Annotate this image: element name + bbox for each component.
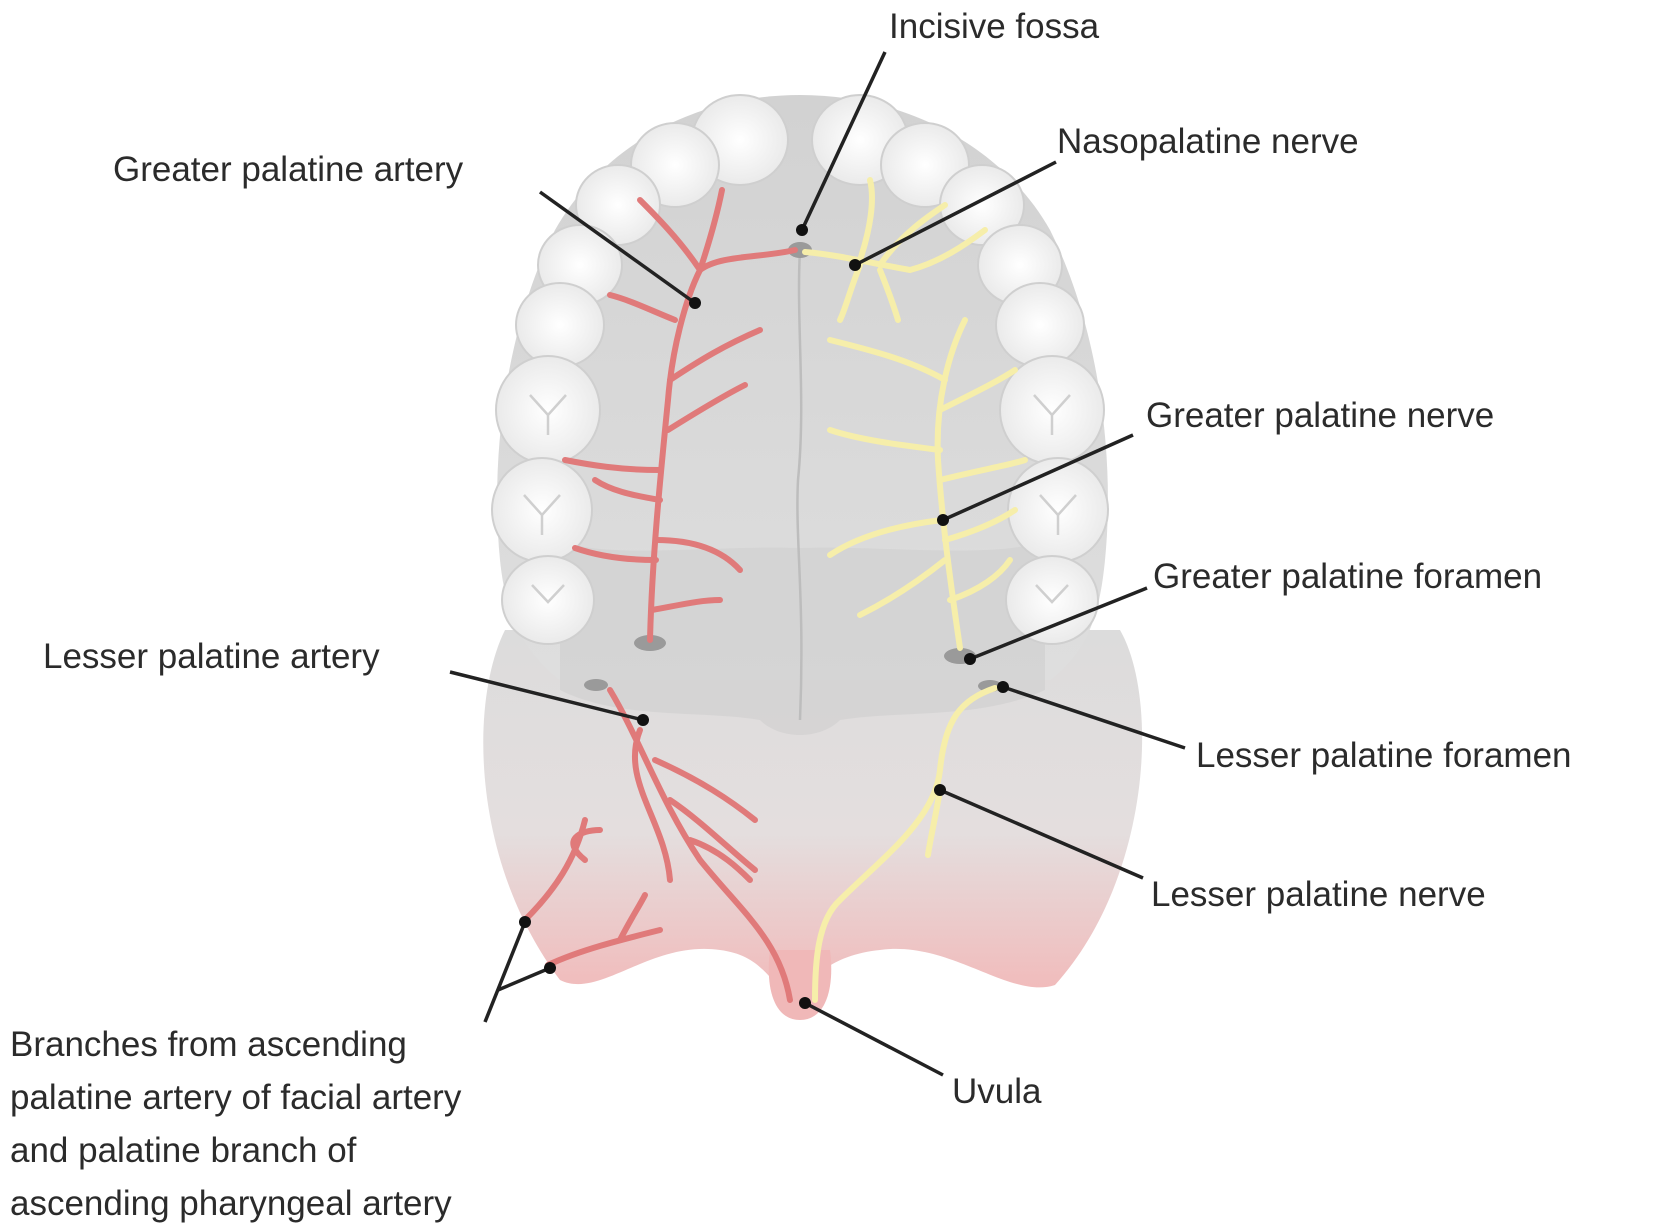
label-lesser-palatine-artery: Lesser palatine artery [43, 630, 380, 683]
label-lesser-palatine-nerve: Lesser palatine nerve [1151, 868, 1486, 921]
label-branches-line-1: Branches from ascending [10, 1018, 461, 1071]
label-uvula: Uvula [952, 1065, 1041, 1118]
label-branches: Branches from ascending palatine artery … [10, 1018, 461, 1230]
label-greater-palatine-artery: Greater palatine artery [113, 143, 463, 196]
label-incisive-fossa: Incisive fossa [889, 0, 1099, 53]
label-branches-line-4: ascending pharyngeal artery [10, 1177, 461, 1230]
label-branches-line-3: and palatine branch of [10, 1124, 461, 1177]
label-branches-line-2: palatine artery of facial artery [10, 1071, 461, 1124]
lesser-palatine-foramen-left [584, 679, 608, 691]
label-lesser-palatine-foramen: Lesser palatine foramen [1196, 729, 1572, 782]
label-greater-palatine-nerve: Greater palatine nerve [1146, 389, 1494, 442]
label-nasopalatine-nerve: Nasopalatine nerve [1057, 115, 1359, 168]
label-greater-palatine-foramen: Greater palatine foramen [1153, 550, 1542, 603]
